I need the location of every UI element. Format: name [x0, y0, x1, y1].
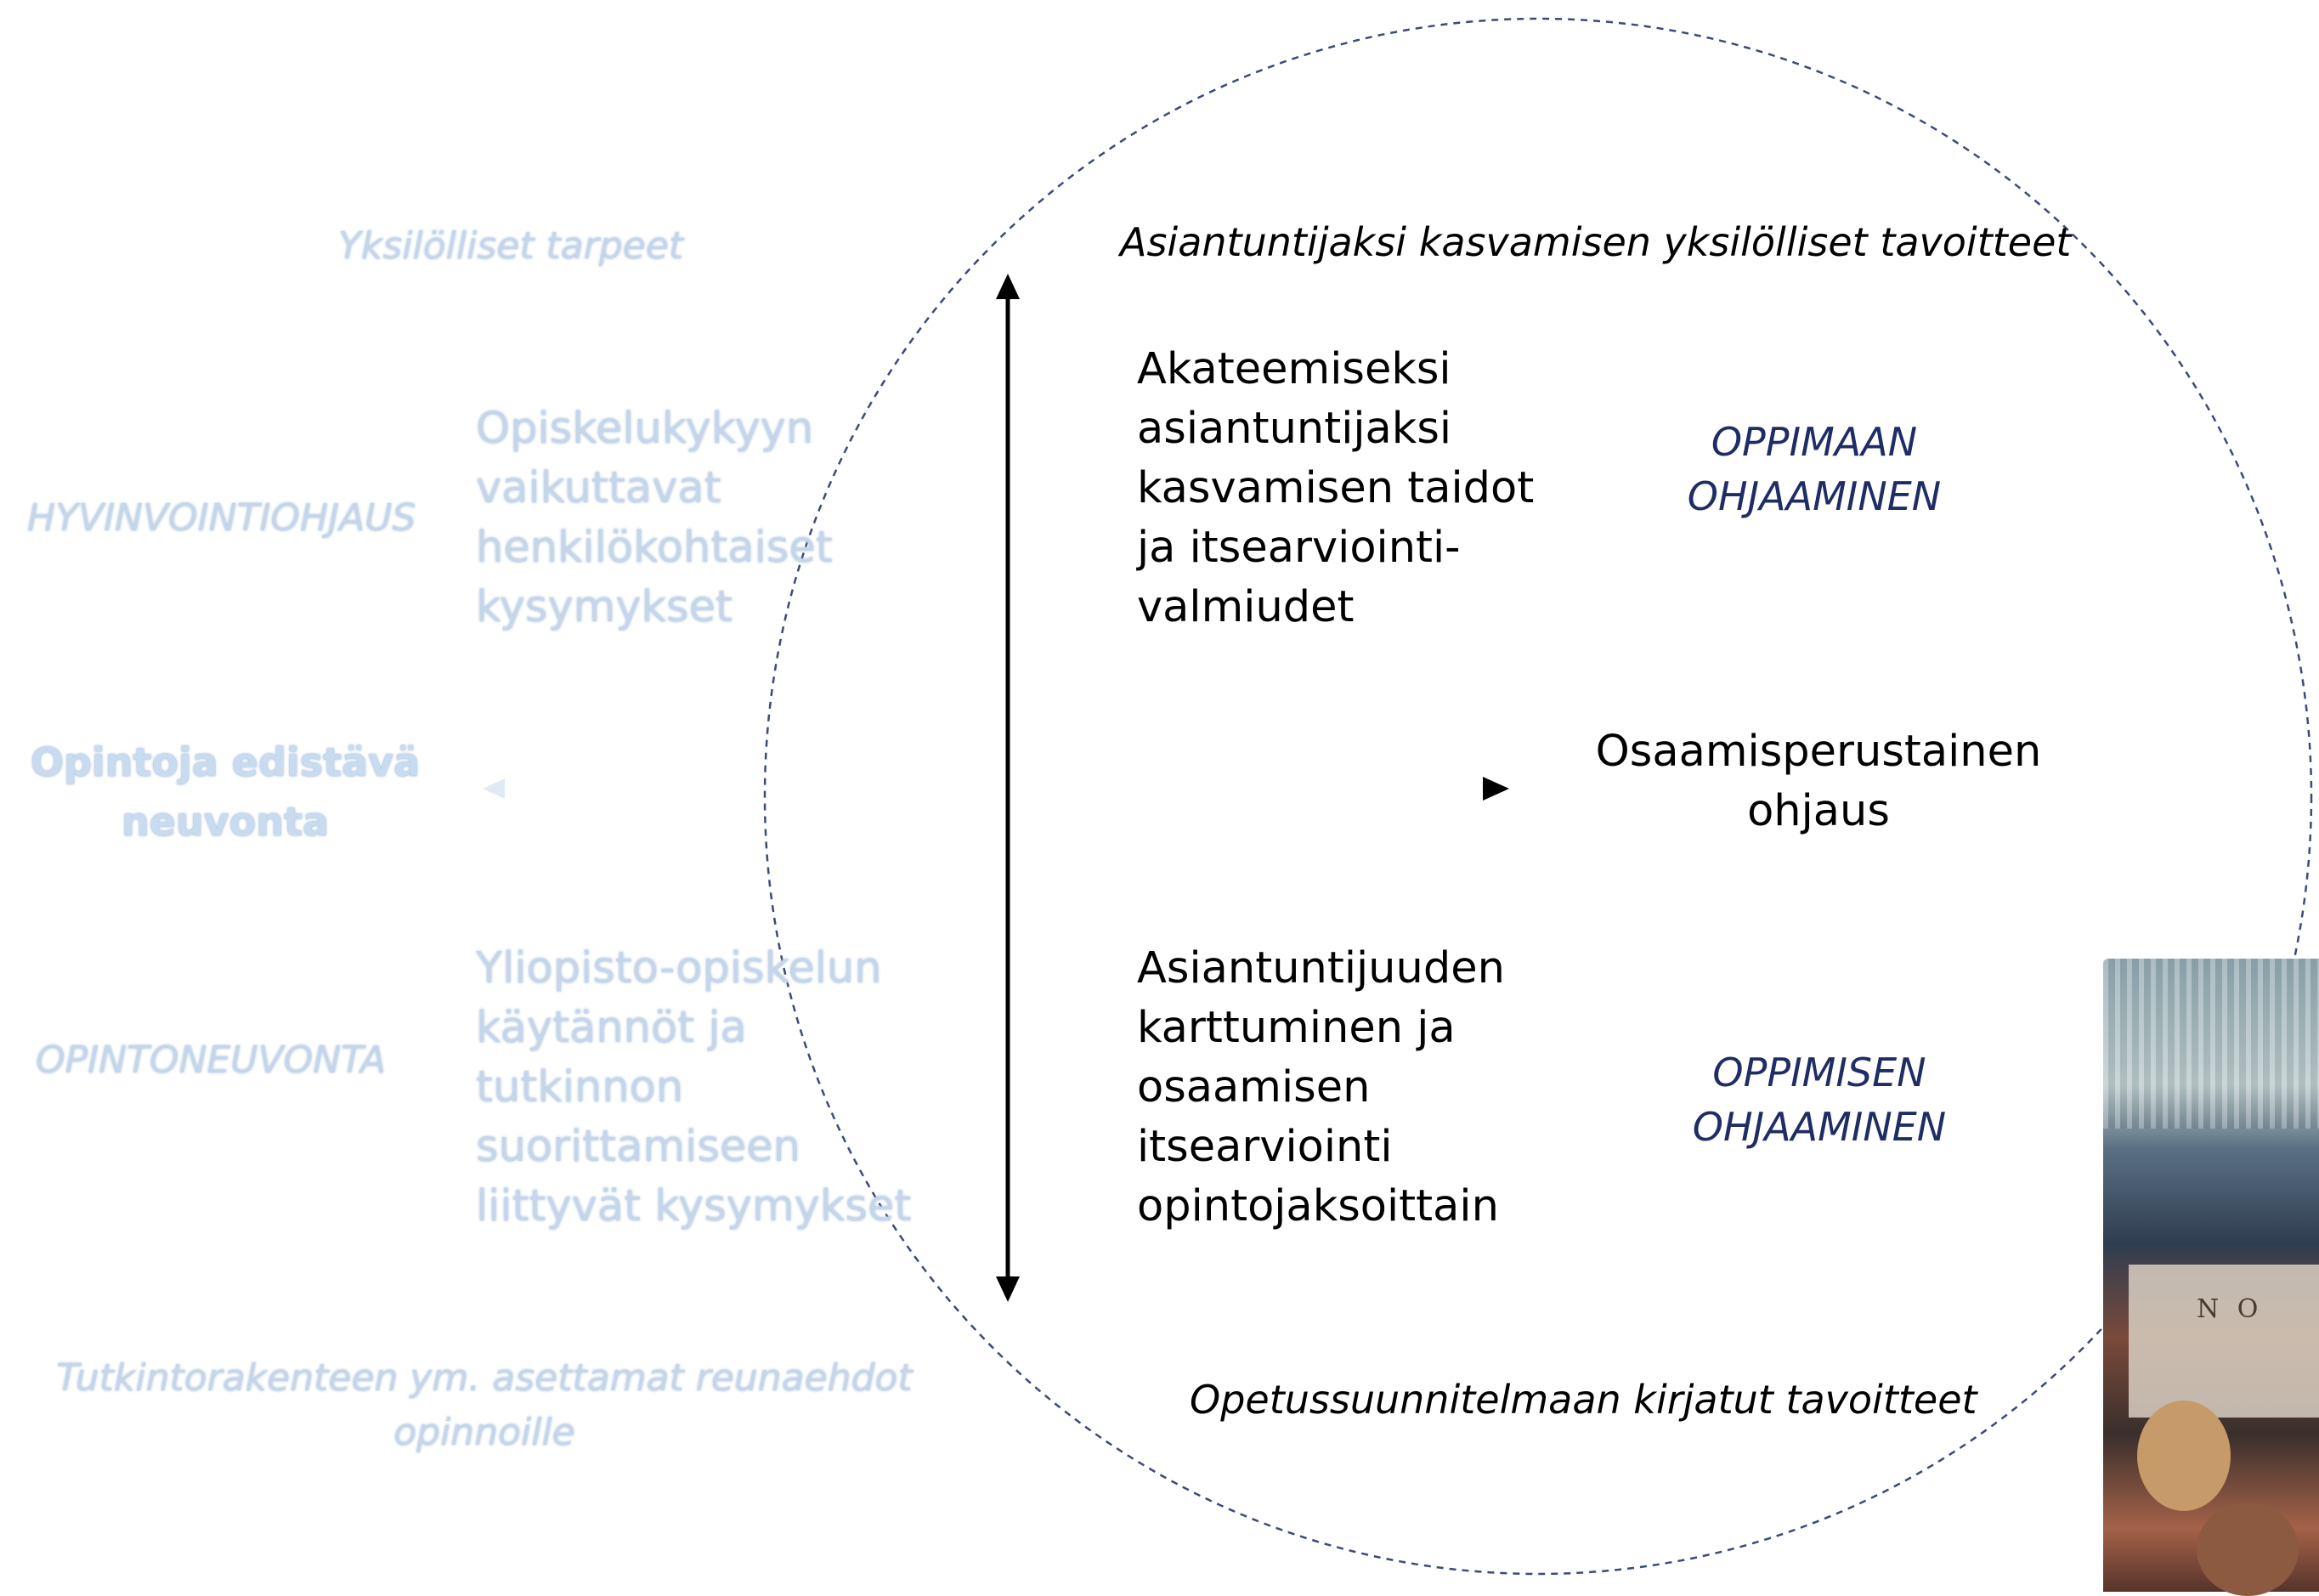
text-line: käytännöt ja [476, 1003, 747, 1053]
horizontal-arrow [483, 777, 1509, 801]
photo-sign-text: N O [2197, 1294, 2264, 1324]
label-study-advising-line1: Opintoja edistävä [30, 739, 421, 785]
text-line: itsearviointi [1137, 1122, 1393, 1172]
text-line: henkilökohtaiset [476, 523, 833, 573]
text-line: vaikuttavat [476, 463, 721, 513]
text-line: tutkinnon [476, 1062, 684, 1112]
photo-ceiling [2103, 959, 2319, 1129]
label-study-advising: Opintoja edistävä neuvonta [25, 733, 425, 852]
text-line: Akateemiseksi [1137, 344, 1451, 394]
label-degree-constraints-line2: opinnoille [393, 1411, 575, 1454]
text-line: ja itsearviointi- [1137, 523, 1461, 573]
label-competence-line1: Osaamisperustainen [1595, 727, 2042, 777]
text-block-expertise-accumulation: Asiantuntijuuden karttuminen ja osaamise… [1137, 939, 1505, 1237]
label-competence-line2: ohjaus [1747, 786, 1890, 836]
label-oppimisen-line1: OPPIMISEN [1712, 1050, 1926, 1095]
photo-person [2197, 1503, 2299, 1596]
text-line: osaamisen [1137, 1062, 1371, 1112]
label-oppimisen-line2: OHJAAMINEN [1692, 1104, 1947, 1150]
label-degree-constraints: Tutkintorakenteen ym. asettamat reunaehd… [51, 1351, 918, 1460]
text-block-study-practices: Yliopisto-opiskelun käytännöt ja tutkinn… [476, 939, 911, 1237]
photo-person [2137, 1401, 2231, 1511]
text-line: liittyvät kysymykset [476, 1181, 912, 1231]
label-oppimaan-line1: OPPIMAAN [1711, 419, 1918, 465]
label-hyvinvointiohjaus: HYVINVOINTIOHJAUS [27, 496, 416, 540]
text-line: karttuminen ja [1137, 1003, 1456, 1053]
label-oppimisen-ohjaaminen: OPPIMISEN OHJAAMINEN [1654, 1045, 1985, 1154]
text-line: Yliopisto-opiskelun [476, 943, 882, 993]
corner-photo: N O [2103, 959, 2319, 1596]
label-curriculum-goals: Opetussuunnitelmaan kirjatut tavoitteet [1190, 1377, 1977, 1423]
text-line: opintojaksoittain [1137, 1181, 1499, 1231]
label-individual-needs: Yksilölliset tarpeet [338, 224, 684, 268]
label-opintoneuvonta: OPINTONEUVONTA [36, 1039, 387, 1082]
photo-sign-panel [2129, 1265, 2319, 1418]
text-line: valmiudet [1137, 582, 1355, 632]
text-block-expert-growth-skills: Akateemiseksi asiantuntijaksi kasvamisen… [1137, 340, 1534, 637]
text-line: kysymykset [476, 582, 732, 632]
text-line: asiantuntijaksi [1137, 404, 1452, 454]
text-line: Asiantuntijuuden [1137, 943, 1505, 993]
label-competence-based-guidance: Osaamisperustainen ohjaus [1581, 722, 2056, 841]
text-line: suorittamiseen [476, 1122, 800, 1172]
label-individual-goals: Asiantuntijaksi kasvamisen yksilölliset … [1120, 219, 2072, 265]
label-study-advising-line2: neuvonta [121, 799, 330, 845]
dashed-circle [763, 17, 2313, 1576]
label-degree-constraints-line1: Tutkintorakenteen ym. asettamat reunaehd… [56, 1356, 913, 1400]
label-oppimaan-line2: OHJAAMINEN [1687, 473, 1942, 519]
text-line: kasvamisen taidot [1137, 463, 1535, 513]
text-block-wellbeing-issues: Opiskelukykyyn vaikuttavat henkilökohtai… [476, 399, 833, 637]
label-oppimaan-ohjaaminen: OPPIMAAN OHJAAMINEN [1649, 415, 1980, 524]
text-line: Opiskelukykyyn [476, 404, 814, 454]
